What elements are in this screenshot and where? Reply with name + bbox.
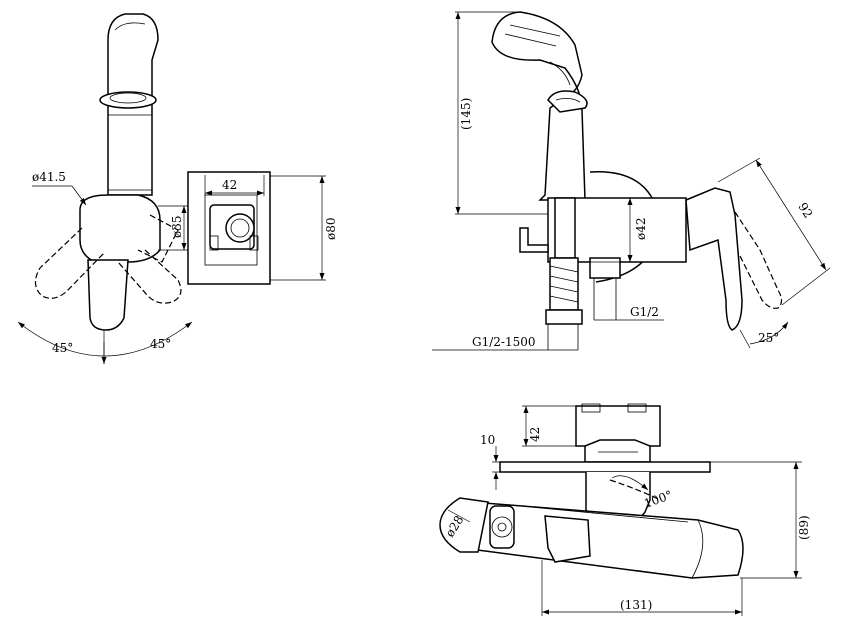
front-view: ø41.5 42 ø35 ø80 45° 45° [17,13,338,364]
dim-total-length: (131) [620,598,652,612]
dim-angle-right: 45° [150,337,171,351]
dim-angle-left: 45° [52,341,73,355]
dim-bracket-depth: 42 [528,427,542,442]
dim-handle-diameter: ø41.5 [32,170,66,184]
dim-lever-length: 92 [795,200,815,220]
side-view: (145) ø42 G1/2 G1/2-1500 92 25° [432,11,831,351]
top-view: 42 10 100° ø28 (89) (131) [439,403,811,616]
dim-plate-diameter: ø80 [324,218,338,241]
dim-thread: G1/2 [630,305,659,319]
dim-sprayer-height: (145) [459,98,473,130]
dim-hose: G1/2-1500 [472,335,536,349]
dim-bracket-width: 42 [222,178,237,192]
dim-plate-depth: 10 [480,433,495,447]
dim-body-diameter-side: ø42 [634,218,648,241]
dim-total-height: (89) [797,515,811,540]
dim-body-diameter: ø35 [170,216,184,239]
hose [545,257,583,350]
dim-lever-angle: 25° [758,331,779,345]
